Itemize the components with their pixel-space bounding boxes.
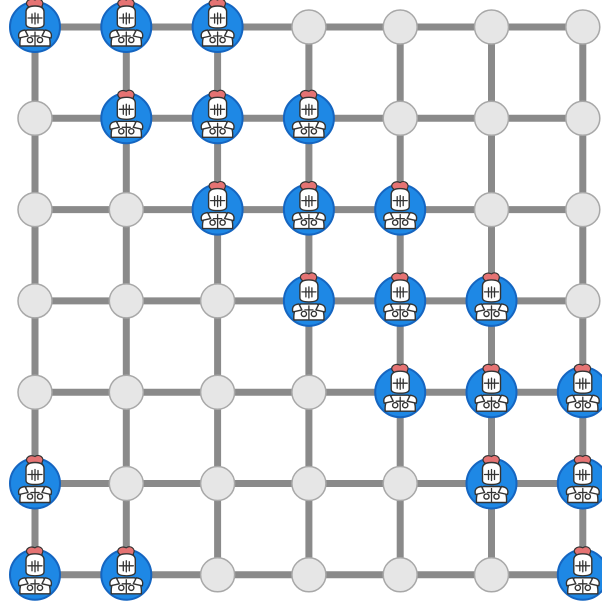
board-cell-empty[interactable] <box>383 10 417 44</box>
board-cell-empty[interactable] <box>292 10 326 44</box>
board-cell-knight[interactable] <box>558 364 602 417</box>
board-cell-knight[interactable] <box>284 273 334 326</box>
board-cell-empty[interactable] <box>109 284 143 318</box>
board-cell-knight[interactable] <box>193 90 243 143</box>
board-cell-empty[interactable] <box>292 558 326 592</box>
board-cell-empty[interactable] <box>109 467 143 501</box>
board-cell-empty[interactable] <box>475 10 509 44</box>
board-cell-empty[interactable] <box>201 375 235 409</box>
board-cell-knight[interactable] <box>101 0 151 52</box>
board-cell-empty[interactable] <box>18 284 52 318</box>
board-cell-empty[interactable] <box>566 193 600 227</box>
board-cell-empty[interactable] <box>383 558 417 592</box>
board-cell-knight[interactable] <box>284 182 334 235</box>
board-cell-empty[interactable] <box>18 101 52 135</box>
board-cell-empty[interactable] <box>566 284 600 318</box>
board-cell-knight[interactable] <box>284 90 334 143</box>
board-cell-empty[interactable] <box>201 467 235 501</box>
board-cell-empty[interactable] <box>475 101 509 135</box>
board-cell-knight[interactable] <box>558 547 602 600</box>
board-cell-knight[interactable] <box>467 364 517 417</box>
board-cell-empty[interactable] <box>383 101 417 135</box>
board-cell-knight[interactable] <box>375 182 425 235</box>
board-cell-knight[interactable] <box>193 182 243 235</box>
board-cell-empty[interactable] <box>18 375 52 409</box>
board-cell-knight[interactable] <box>101 547 151 600</box>
board-cell-empty[interactable] <box>292 467 326 501</box>
board-cell-empty[interactable] <box>566 101 600 135</box>
board-cell-knight[interactable] <box>10 0 60 52</box>
board-cell-knight[interactable] <box>467 455 517 508</box>
board-cell-knight[interactable] <box>10 455 60 508</box>
board-cell-empty[interactable] <box>109 375 143 409</box>
board-cell-knight[interactable] <box>101 90 151 143</box>
board-cell-empty[interactable] <box>475 558 509 592</box>
board-cell-knight[interactable] <box>467 273 517 326</box>
board-cell-empty[interactable] <box>109 193 143 227</box>
board-cell-empty[interactable] <box>566 10 600 44</box>
board-cell-empty[interactable] <box>201 284 235 318</box>
board-cell-empty[interactable] <box>292 375 326 409</box>
board-cell-empty[interactable] <box>383 467 417 501</box>
board-cell-knight[interactable] <box>375 273 425 326</box>
board-cell-knight[interactable] <box>375 364 425 417</box>
board-cell-knight[interactable] <box>193 0 243 52</box>
board-cell-empty[interactable] <box>18 193 52 227</box>
board-cell-empty[interactable] <box>201 558 235 592</box>
board-cell-knight[interactable] <box>558 455 602 508</box>
board-cell-knight[interactable] <box>10 547 60 600</box>
board-cell-empty[interactable] <box>475 193 509 227</box>
